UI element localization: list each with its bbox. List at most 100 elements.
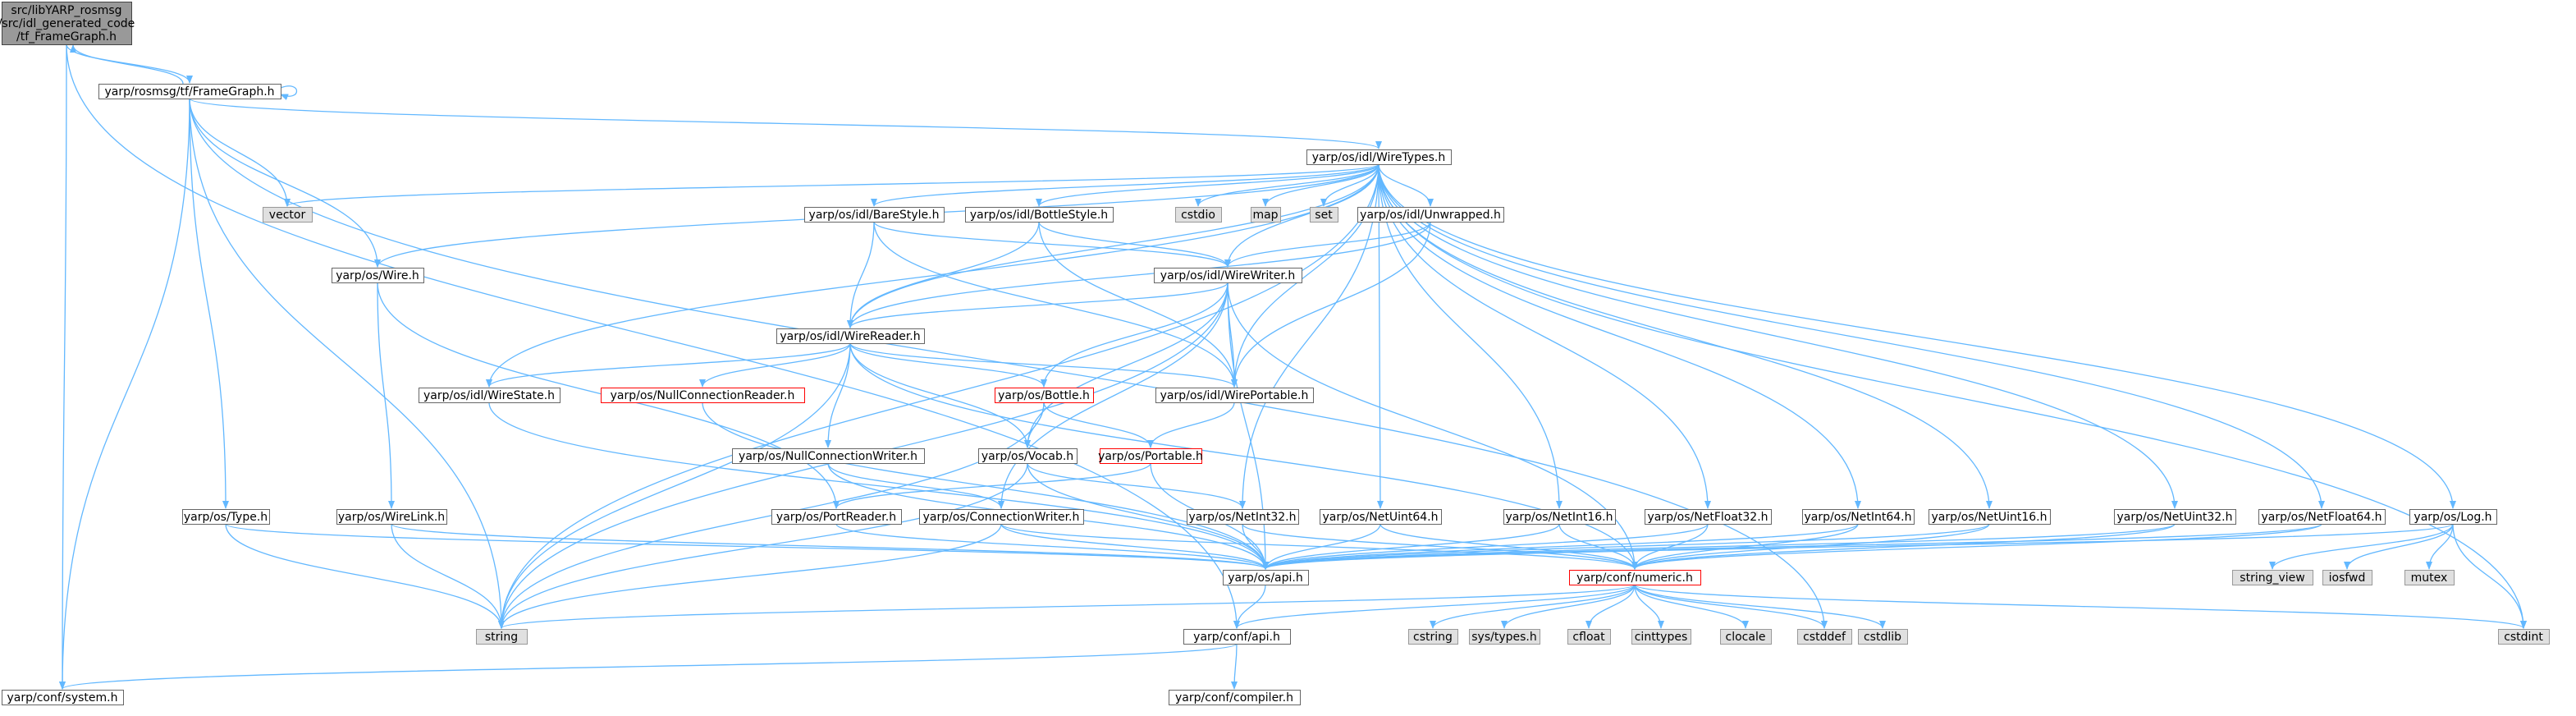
node-label: yarp/os/Vocab.h	[981, 450, 1073, 463]
node-system[interactable]: yarp/conf/system.h	[2, 690, 124, 705]
edge-wirereader-to-string	[498, 342, 851, 629]
node-label: yarp/os/Bottle.h	[998, 389, 1090, 402]
node-framegraph[interactable]: yarp/rosmsg/tf/FrameGraph.h	[98, 84, 281, 99]
node-box	[776, 328, 925, 344]
node-label: set	[1315, 209, 1333, 222]
node-netint32[interactable]: yarp/os/NetInt32.h	[1187, 509, 1299, 525]
node-wireportable[interactable]: yarp/os/idl/WirePortable.h	[1155, 388, 1314, 403]
node-cstdint: cstdint	[2498, 629, 2550, 645]
edge-type-to-osapi	[225, 523, 1269, 570]
node-wirereader[interactable]: yarp/os/idl/WireReader.h	[776, 328, 925, 344]
node-portreader[interactable]: yarp/os/PortReader.h	[771, 509, 902, 525]
node-root[interactable]: src/libYARP_rosmsg/src/idl_generated_cod…	[0, 2, 135, 45]
node-label: yarp/os/idl/WireState.h	[423, 389, 555, 402]
edge-netfloat64-to-osapi	[1262, 523, 2322, 570]
node-bottlestyle[interactable]: yarp/os/idl/BottleStyle.h	[965, 207, 1114, 223]
edge-framegraph-to-root	[70, 44, 184, 85]
node-netuint64[interactable]: yarp/os/NetUint64.h	[1320, 509, 1442, 525]
edge-wirelink-to-string	[391, 523, 505, 629]
edges-layer	[59, 44, 2527, 690]
node-wire[interactable]: yarp/os/Wire.h	[332, 268, 424, 283]
node-label: yarp/os/NetInt32.h	[1188, 511, 1296, 524]
edge-wiretypes-to-netuint16	[1378, 163, 1993, 509]
node-netint64[interactable]: yarp/os/NetInt64.h	[1802, 509, 1915, 525]
edge-confapi-to-system	[59, 643, 1238, 690]
node-map: map	[1251, 207, 1281, 223]
edge-netuint64-to-osapi	[1262, 523, 1381, 570]
edge-numeric-to-clocale	[1634, 584, 1749, 629]
node-confapi[interactable]: yarp/conf/api.h	[1183, 629, 1291, 645]
node-label: yarp/os/idl/BottleStyle.h	[970, 209, 1108, 222]
node-type[interactable]: yarp/os/Type.h	[182, 509, 270, 525]
node-osapi[interactable]: yarp/os/api.h	[1223, 570, 1309, 585]
node-connwriter[interactable]: yarp/os/ConnectionWriter.h	[919, 509, 1084, 525]
node-box	[1169, 690, 1301, 705]
node-wirelink[interactable]: yarp/os/WireLink.h	[336, 509, 447, 525]
node-numeric[interactable]: yarp/conf/numeric.h	[1569, 570, 1701, 585]
node-label: yarp/os/idl/Unwrapped.h	[1360, 209, 1501, 222]
node-box	[2114, 509, 2236, 525]
edge-wiretypes-to-netfloat64	[1378, 163, 2325, 509]
node-nullconnreader[interactable]: yarp/os/NullConnectionReader.h	[601, 388, 805, 403]
node-netfloat32[interactable]: yarp/os/NetFloat32.h	[1645, 509, 1772, 525]
edge-log-to-osapi	[1262, 523, 2454, 570]
edge-wirewriter-to-bottle	[1041, 282, 1229, 388]
node-nullconnwriter[interactable]: yarp/os/NullConnectionWriter.h	[732, 448, 925, 464]
node-iosfwd: iosfwd	[2322, 570, 2372, 585]
edge-netint16-to-osapi	[1262, 523, 1560, 570]
node-label: /tf_FrameGraph.h	[16, 30, 117, 44]
node-label: yarp/rosmsg/tf/FrameGraph.h	[104, 85, 274, 99]
node-netint16[interactable]: yarp/os/NetInt16.h	[1503, 509, 1616, 525]
node-box	[1306, 149, 1452, 165]
node-label: cinttypes	[1635, 631, 1688, 644]
node-barestyle[interactable]: yarp/os/idl/BareStyle.h	[804, 207, 945, 223]
edge-netint64-to-numeric	[1631, 523, 1859, 570]
edge-framegraph-to-vector	[189, 98, 291, 207]
edge-netint64-to-osapi	[1262, 523, 1859, 570]
node-vocab[interactable]: yarp/os/Vocab.h	[978, 448, 1078, 464]
node-box	[995, 388, 1094, 403]
edge-wirewriter-to-osapi	[1227, 282, 1269, 570]
node-label: yarp/os/WireLink.h	[338, 511, 445, 524]
node-netuint32[interactable]: yarp/os/NetUint32.h	[2114, 509, 2236, 525]
node-compiler[interactable]: yarp/conf/compiler.h	[1169, 690, 1301, 705]
node-bottle[interactable]: yarp/os/Bottle.h	[995, 388, 1094, 403]
edge-wiretypes-to-wirereader	[847, 163, 1380, 328]
node-box	[1154, 268, 1302, 283]
node-wirestate[interactable]: yarp/os/idl/WireState.h	[419, 388, 560, 403]
node-netuint16[interactable]: yarp/os/NetUint16.h	[1929, 509, 2051, 525]
node-cstdlib: cstdlib	[1858, 629, 1908, 645]
node-label: string_view	[2240, 571, 2304, 585]
node-box	[1802, 509, 1915, 525]
node-log[interactable]: yarp/os/Log.h	[2409, 509, 2497, 525]
edge-framegraph-to-wire	[189, 98, 381, 268]
node-box	[263, 207, 313, 223]
node-wiretypes[interactable]: yarp/os/idl/WireTypes.h	[1306, 149, 1452, 165]
edge-wiretypes-to-wireportable	[1231, 163, 1380, 388]
edge-wirelink-to-osapi	[391, 523, 1269, 570]
node-string_view: string_view	[2232, 570, 2313, 585]
node-box	[332, 268, 424, 283]
edge-numeric-to-cstdlib	[1634, 584, 1886, 629]
edge-wiretypes-to-netuint64	[1376, 163, 1384, 509]
node-box	[1645, 509, 1772, 525]
node-box	[1187, 509, 1299, 525]
edge-wirereader-to-wirestate	[486, 342, 851, 388]
node-cstdio: cstdio	[1175, 207, 1222, 223]
node-portable[interactable]: yarp/os/Portable.h	[1098, 448, 1203, 464]
node-box	[978, 448, 1078, 464]
node-label: yarp/os/NetInt64.h	[1804, 511, 1911, 524]
node-box	[1720, 629, 1772, 645]
node-box	[336, 509, 447, 525]
edge-wirereader-to-bottle	[849, 342, 1047, 388]
node-box	[1223, 570, 1309, 585]
node-wirewriter[interactable]: yarp/os/idl/WireWriter.h	[1154, 268, 1302, 283]
node-box	[2322, 570, 2372, 585]
node-unwrapped[interactable]: yarp/os/idl/Unwrapped.h	[1357, 207, 1504, 223]
node-netfloat64[interactable]: yarp/os/NetFloat64.h	[2258, 509, 2386, 525]
node-box	[1569, 570, 1701, 585]
node-vector: vector	[263, 207, 313, 223]
node-label: yarp/os/idl/WireTypes.h	[1312, 151, 1445, 164]
node-cstring: cstring	[1408, 629, 1458, 645]
node-box	[919, 509, 1084, 525]
